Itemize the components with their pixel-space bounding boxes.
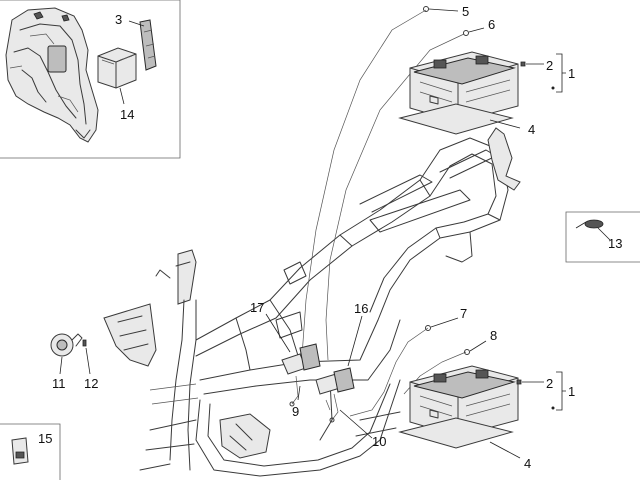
callout-10: 10 (372, 434, 386, 449)
callout-16: 16 (354, 301, 368, 316)
battery-strap-drawing (139, 19, 157, 71)
callout-4-top: 4 (528, 122, 535, 137)
callout-9: 9 (292, 404, 299, 419)
callout-4-bottom: 4 (524, 456, 531, 471)
horn-drawing: 11 12 (50, 333, 98, 391)
callout-14: 14 (120, 107, 134, 122)
callout-8: 8 (490, 328, 497, 343)
inset-panel-right: 13 (565, 211, 640, 263)
callout-2-bottom: 2 (546, 376, 553, 391)
callout-15: 15 (38, 431, 52, 446)
callout-3: 3 (115, 12, 122, 27)
battery-assembly-top (398, 51, 566, 135)
callout-11: 11 (52, 376, 66, 391)
battery-cables-top (301, 6, 485, 361)
callout-1-bottom: 1 (568, 384, 575, 399)
relay-assembly: 17 16 9 10 (250, 300, 386, 449)
callout-5: 5 (462, 4, 469, 19)
inset-panel-bottom-left: 15 (0, 423, 61, 480)
inset-panel-top-left: 3 14 (0, 0, 181, 159)
callout-12: 12 (84, 376, 98, 391)
callout-13: 13 (608, 236, 622, 251)
battery-assembly-bottom (398, 365, 566, 459)
battery-box-drawing (97, 47, 137, 89)
callout-7: 7 (460, 306, 467, 321)
leg-shield-drawing (5, 7, 99, 143)
callout-6: 6 (488, 17, 495, 32)
callout-2-top: 2 (546, 58, 553, 73)
callout-1-top: 1 (568, 66, 575, 81)
callout-17: 17 (250, 300, 264, 315)
